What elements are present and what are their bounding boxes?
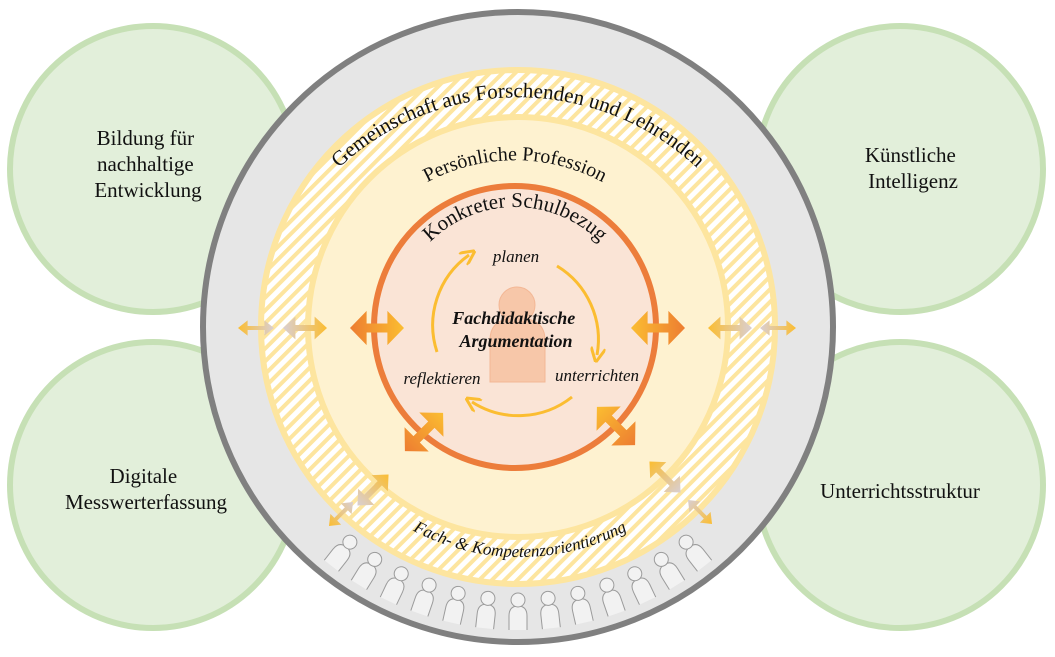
topic-label-line: Bildung für <box>97 126 194 150</box>
center-label-line: Fachdidaktische <box>451 308 575 328</box>
topic-label-bne: Bildung für nachhaltige Entwicklung <box>94 126 202 202</box>
arrow-hatch-lower-right <box>649 461 681 493</box>
community-person-icon <box>442 585 466 625</box>
cycle-step-teach: unterrichten <box>555 366 639 385</box>
arrow-outer-lower-right <box>687 499 713 525</box>
topic-label-lesson-structure: Unterrichtsstruktur <box>820 479 980 503</box>
community-person-icon <box>570 585 594 625</box>
topic-label-ai: Künstliche Intelligenz <box>865 143 961 193</box>
arrow-hatch-left <box>283 316 327 340</box>
community-person-icon <box>627 566 657 605</box>
arrow-hatch-lower-left <box>357 474 389 506</box>
community-person-icon <box>678 534 713 572</box>
cycle-arrow-plan-to-teach <box>556 264 598 355</box>
center-label-line: Argumentation <box>458 331 572 351</box>
topic-label-line: nachhaltige <box>97 152 194 176</box>
arrow-hatch-right <box>708 316 752 340</box>
arrow-school-left <box>350 310 404 346</box>
community-person-icon <box>508 592 528 630</box>
topic-label-line: Messwerterfassung <box>65 490 228 514</box>
community-person-icon <box>410 577 437 617</box>
topic-label-line: Entwicklung <box>94 178 202 202</box>
arrow-school-lower-left <box>404 412 444 452</box>
person-icon <box>489 286 546 383</box>
cycle-step-plan: planen <box>492 247 539 266</box>
community-person-icon <box>379 566 409 605</box>
community-person-icon <box>350 551 383 590</box>
community-person-icon <box>653 551 686 590</box>
arrow-outer-left <box>238 320 274 336</box>
arrow-outer-lower-left <box>328 501 354 527</box>
cycle-arrows <box>431 255 599 418</box>
community-person-icon <box>475 590 496 630</box>
community-people <box>323 534 713 630</box>
community-person-icon <box>540 590 561 630</box>
double-arrows <box>238 310 796 527</box>
topic-label-line: Unterrichtsstruktur <box>820 479 980 503</box>
arrow-school-lower-right <box>596 406 636 446</box>
topic-label-line: Intelligenz <box>868 169 958 193</box>
cycle-arrow-reflect-to-plan <box>431 255 469 353</box>
center-label: Fachdidaktische Argumentation <box>451 308 580 351</box>
arrow-outer-right <box>760 320 796 336</box>
cycle-step-reflect: reflektieren <box>403 369 480 388</box>
community-person-icon <box>323 534 358 572</box>
arrow-school-right <box>631 310 685 346</box>
topic-label-line: Digitale <box>110 464 178 488</box>
topic-label-line: Künstliche <box>865 143 956 167</box>
topic-label-digital-measurement: Digitale Messwerterfassung <box>65 464 228 514</box>
cycle-arrow-teach-to-reflect <box>472 395 573 418</box>
community-person-icon <box>599 577 626 617</box>
